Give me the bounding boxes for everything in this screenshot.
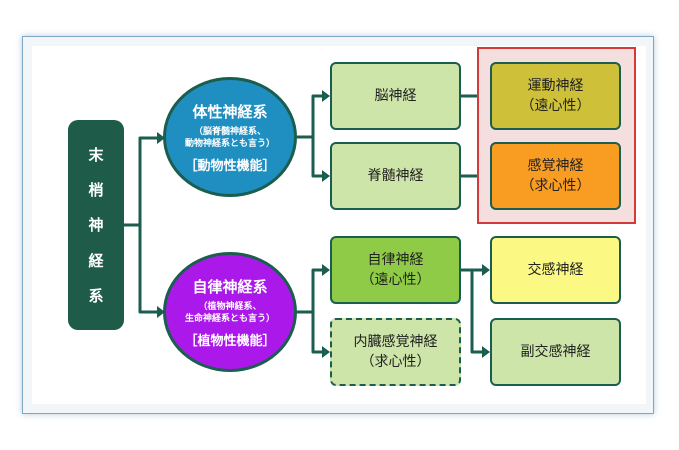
root-char: 末: [88, 146, 104, 165]
arrowhead-parasympathetic: [482, 346, 490, 358]
root-char: 梢: [88, 181, 104, 200]
connector-autonomic-split-down: [470, 270, 483, 354]
connector-somatic-lower: [311, 137, 323, 178]
sensory-nerves-direction: （求心性）: [520, 178, 591, 194]
spinal-nerves-node: 脊髄神経: [330, 142, 461, 210]
autonomic-function: ［植物性機能］: [184, 333, 276, 349]
visceral-sensory-direction: （求心性）: [360, 354, 431, 370]
parasympathetic-nerves-node: 副交感神経: [490, 318, 621, 386]
arrowhead-autonomic-nerve: [322, 264, 330, 276]
sympathetic-label: 交感神経: [527, 262, 584, 278]
somatic-title: 体性神経系: [192, 102, 268, 121]
arrowhead-somatic: [157, 132, 165, 144]
connector-root-trunk: [124, 136, 157, 227]
motor-nerves-node: 運動神経 （遠心性）: [490, 62, 621, 130]
connector-root-lower: [138, 225, 157, 314]
arrowhead-visceral: [322, 346, 330, 358]
parasympathetic-label: 副交感神経: [520, 344, 591, 360]
autonomic-title: 自律神経系: [192, 277, 268, 296]
connector-autonomic-lower: [311, 312, 323, 354]
somatic-note-line2: 動物神経系とも言う）: [184, 138, 275, 149]
arrowhead-sympathetic: [482, 264, 490, 276]
autonomic-nerves-label: 自律神経: [367, 252, 424, 268]
cranial-nerves-label: 脳神経: [374, 88, 417, 104]
visceral-sensory-label: 内臓感覚神経: [353, 334, 438, 350]
autonomic-nerves-node: 自律神経 （遠心性）: [330, 236, 461, 304]
autonomic-nervous-system-node: 自律神経系 （植物神経系、 生命神経系とも言う） ［植物性機能］: [163, 252, 297, 372]
root-char: 神: [88, 216, 104, 235]
visceral-sensory-nerves-node: 内臓感覚神経 （求心性）: [330, 318, 461, 386]
spinal-nerves-label: 脊髄神経: [367, 168, 424, 184]
root-char: 経: [88, 251, 104, 270]
sensory-nerves-label: 感覚神経: [527, 158, 584, 174]
autonomic-note-line2: 生命神経系とも言う）: [184, 313, 275, 324]
somatic-nervous-system-node: 体性神経系 （脳脊髄神経系、 動物神経系とも言う） ［動物性機能］: [163, 77, 297, 197]
sensory-nerves-node: 感覚神経 （求心性）: [490, 142, 621, 210]
root-char: 系: [88, 286, 104, 305]
arrowhead-autonomic: [157, 306, 165, 318]
arrowhead-brain: [322, 90, 330, 102]
autonomic-nerves-direction: （遠心性）: [360, 272, 431, 288]
arrowhead-spinal: [322, 170, 330, 182]
connector-somatic-upper: [297, 94, 323, 139]
somatic-function: ［動物性機能］: [184, 158, 276, 174]
motor-nerves-direction: （遠心性）: [520, 98, 591, 114]
cranial-nerves-node: 脳神経: [330, 62, 461, 130]
sympathetic-nerves-node: 交感神経: [490, 236, 621, 304]
autonomic-note-line1: （植物神経系、: [198, 301, 262, 312]
root-node-peripheral-nervous-system: 末 梢 神 経 系: [68, 120, 124, 330]
motor-nerves-label: 運動神経: [527, 78, 584, 94]
connector-autonomic-upper: [297, 268, 323, 314]
somatic-note-line1: （脳脊髄神経系、: [193, 126, 266, 137]
